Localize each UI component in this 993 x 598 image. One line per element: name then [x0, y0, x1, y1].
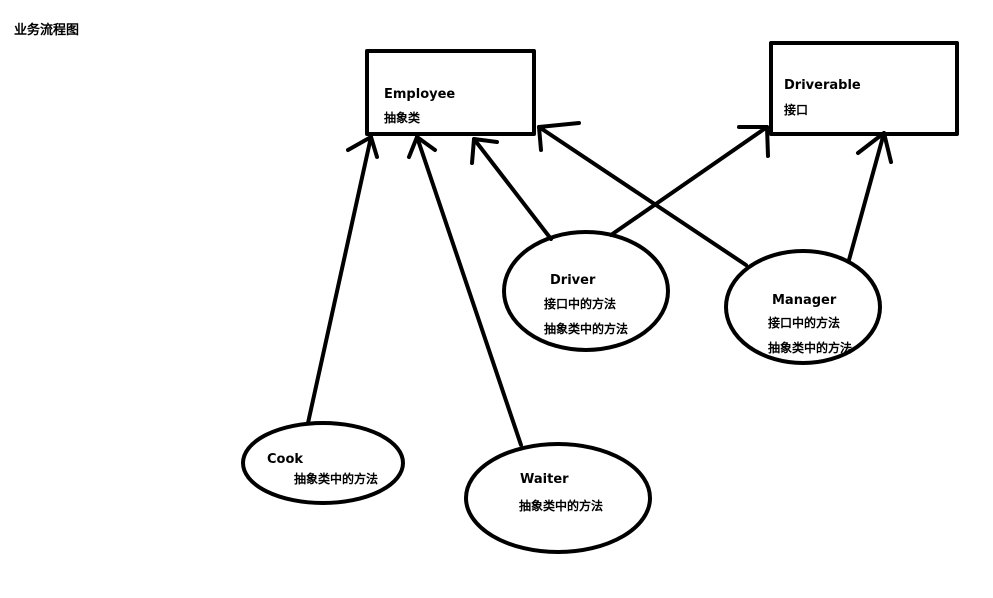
manager-name: Manager [772, 293, 837, 308]
waiter-name: Waiter [520, 472, 569, 487]
cook-line-1: 抽象类中的方法 [294, 471, 378, 486]
arrow-manager-driverable [847, 131, 893, 262]
arrow-driver-driverable [609, 125, 770, 237]
manager-ellipse [724, 249, 882, 365]
arrow-driver-employee [470, 137, 553, 241]
cook-ellipse [241, 421, 405, 505]
arrow-manager-employee [537, 121, 748, 267]
page-title: 业务流程图 [14, 23, 80, 38]
arrow-waiter-employee [407, 135, 523, 447]
arrow-cook-employee [306, 135, 379, 425]
employee-name: Employee [384, 87, 455, 102]
waiter-line-1: 抽象类中的方法 [519, 498, 603, 513]
waiter-ellipse [464, 442, 652, 554]
driver-line-1: 接口中的方法 [544, 296, 616, 311]
employee-box [365, 49, 536, 136]
manager-line-1: 接口中的方法 [768, 315, 840, 330]
driverable-name: Driverable [784, 78, 861, 93]
driver-ellipse [502, 230, 670, 352]
employee-type: 抽象类 [384, 110, 421, 125]
manager-line-2: 抽象类中的方法 [768, 340, 852, 355]
driverable-box [769, 41, 959, 136]
driverable-type: 接口 [784, 102, 808, 117]
driver-name: Driver [550, 273, 596, 288]
cook-name: Cook [267, 452, 303, 467]
driver-line-2: 抽象类中的方法 [544, 321, 628, 336]
